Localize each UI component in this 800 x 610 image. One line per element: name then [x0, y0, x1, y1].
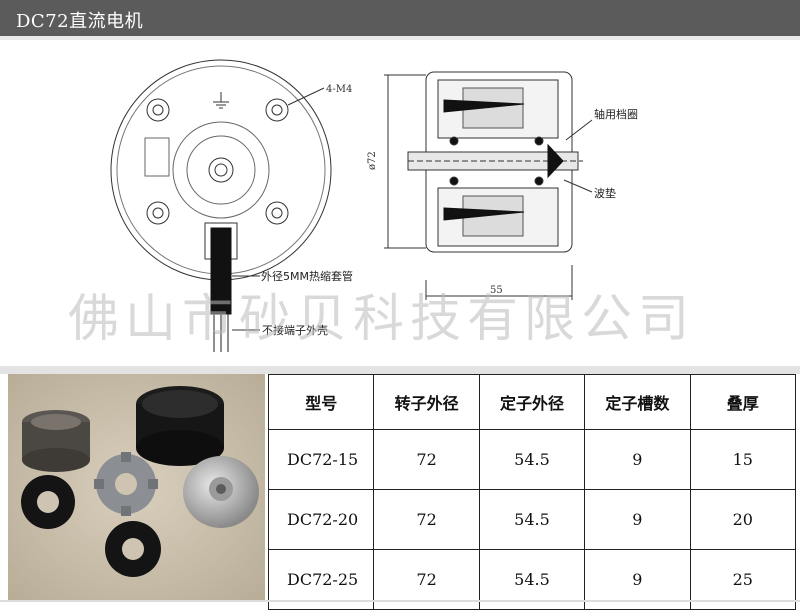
length-label: 55	[490, 285, 503, 296]
screw-hole-bl	[146, 201, 170, 225]
col-header-rotor-od: 转子外径	[373, 374, 480, 430]
cell-model: DC72-15	[267, 429, 375, 490]
screw-hole-br	[265, 201, 289, 225]
motor-parts-photo	[8, 374, 265, 600]
heat-shrink-label: 外径5MM热缩套管	[261, 269, 353, 283]
motor-drawing-svg: 4-M4 外径5MM热缩套管 不接端子外壳	[110, 59, 638, 352]
diameter-label: ø72	[367, 151, 378, 170]
cell-stator-slots: 9	[584, 429, 691, 490]
page-title: DC72直流电机	[16, 11, 144, 32]
header-bar: DC72直流电机	[0, 0, 800, 36]
cell-stack-thickness: 15	[689, 429, 797, 490]
front-view	[110, 59, 332, 352]
col-header-stack-thickness: 叠厚	[689, 374, 797, 430]
side-view	[384, 71, 593, 300]
table-row: DC72-25 72 54.5 9 25	[267, 549, 797, 610]
section-divider	[0, 366, 800, 374]
col-header-stator-slots: 定子槽数	[584, 374, 691, 430]
cell-rotor-od: 72	[373, 489, 480, 550]
cell-stack-thickness: 20	[689, 489, 797, 550]
company-watermark: 佛山市砂贝科技有限公司	[68, 290, 696, 349]
bottom-border	[0, 600, 800, 602]
header-divider	[0, 36, 800, 40]
shaft-ring-label: 轴用档圈	[594, 107, 638, 121]
screw-hole-tl	[146, 98, 170, 122]
wave-washer-label: 波垫	[594, 186, 616, 200]
table-row: DC72-20 72 54.5 9 20	[267, 489, 797, 550]
cell-model: DC72-25	[267, 549, 375, 610]
col-header-stator-od: 定子外径	[478, 374, 586, 430]
cell-stator-slots: 9	[584, 489, 691, 550]
cell-stator-od: 54.5	[478, 489, 586, 550]
cell-model: DC72-20	[267, 489, 375, 550]
cell-stator-slots: 9	[584, 549, 691, 610]
cell-rotor-od: 72	[373, 429, 480, 490]
cell-stator-od: 54.5	[478, 429, 586, 490]
table-row: DC72-15 72 54.5 9 15	[267, 429, 797, 490]
spec-table: 型号 转子外径 定子外径 定子槽数 叠厚 DC72-15 72 54.5 9 1…	[267, 374, 797, 610]
screws-label: 4-M4	[326, 84, 352, 95]
top-arrow-shape	[443, 99, 525, 113]
table-header-row: 型号 转子外径 定子外径 定子槽数 叠厚	[267, 374, 797, 430]
parts-illustration	[8, 374, 265, 600]
technical-drawing: 4-M4 外径5MM热缩套管 不接端子外壳	[8, 40, 792, 366]
bottom-arrow-shape	[443, 207, 525, 221]
cell-stack-thickness: 25	[689, 549, 797, 610]
col-header-model: 型号	[267, 374, 375, 430]
ground-symbol-icon	[213, 92, 229, 109]
screw-hole-tr	[265, 98, 289, 122]
terminal-label: 不接端子外壳	[262, 323, 328, 337]
